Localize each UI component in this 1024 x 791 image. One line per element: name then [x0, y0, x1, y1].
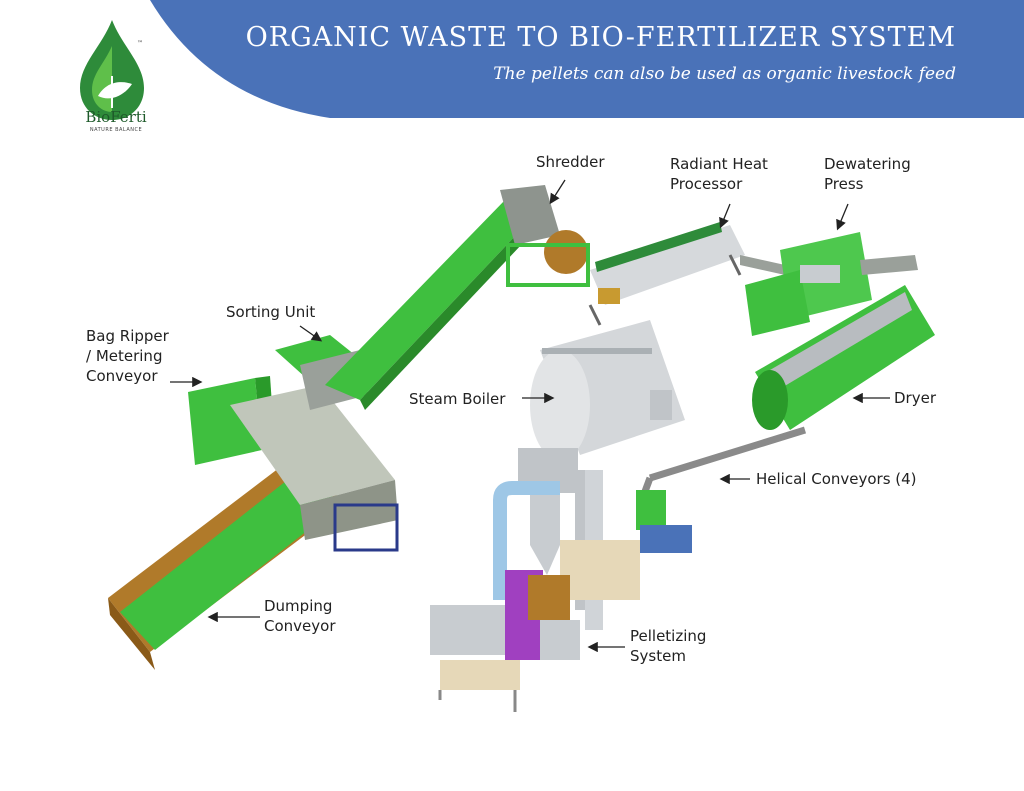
label-dryer: Dryer	[894, 389, 936, 407]
radiant-heat-processor	[588, 222, 745, 326]
dryer	[752, 285, 935, 430]
label-dumping-conveyor: Dumping Conveyor	[264, 597, 336, 635]
header-banner	[150, 0, 1024, 118]
arrow-dewatering-press	[836, 203, 849, 231]
label-bag-ripper: Bag Ripper / Metering Conveyor	[86, 327, 169, 385]
label-helical-conveyors: Helical Conveyors (4)	[756, 470, 917, 488]
brand-tagline: NATURE BALANCE	[89, 127, 143, 133]
shredder-conveyor	[325, 200, 540, 410]
label-shredder: Shredder	[536, 153, 605, 171]
arrow-sorting-unit	[299, 325, 323, 342]
label-dewatering-press: Dewatering Press	[824, 155, 911, 193]
shredder	[500, 185, 590, 287]
arrow-shredder	[549, 179, 566, 205]
label-pelletizing-system: Pelletizing System	[630, 627, 707, 665]
dumping-conveyor	[108, 452, 345, 670]
pelletizing-system	[430, 570, 580, 712]
page-subtitle: The pellets can also be used as organic …	[493, 64, 956, 84]
pellet-mill	[560, 490, 692, 600]
label-sorting-unit: Sorting Unit	[226, 303, 316, 321]
bag-ripper-unit	[188, 376, 399, 552]
arrow-radiant-heat	[719, 203, 731, 229]
leaf-drop-icon	[80, 20, 144, 120]
brand-name: BioFerti	[85, 108, 147, 126]
label-radiant-heat-processor: Radiant Heat Processor	[670, 155, 768, 193]
leader-arrows	[170, 179, 890, 653]
steam-boiler	[518, 320, 685, 493]
page-title: ORGANIC WASTE TO BIO-FERTILIZER SYSTEM	[245, 22, 956, 53]
banner-shape	[150, 0, 1024, 118]
label-steam-boiler: Steam Boiler	[409, 390, 506, 408]
trademark-mark: ™	[137, 40, 143, 47]
dewatering-press	[745, 232, 918, 336]
